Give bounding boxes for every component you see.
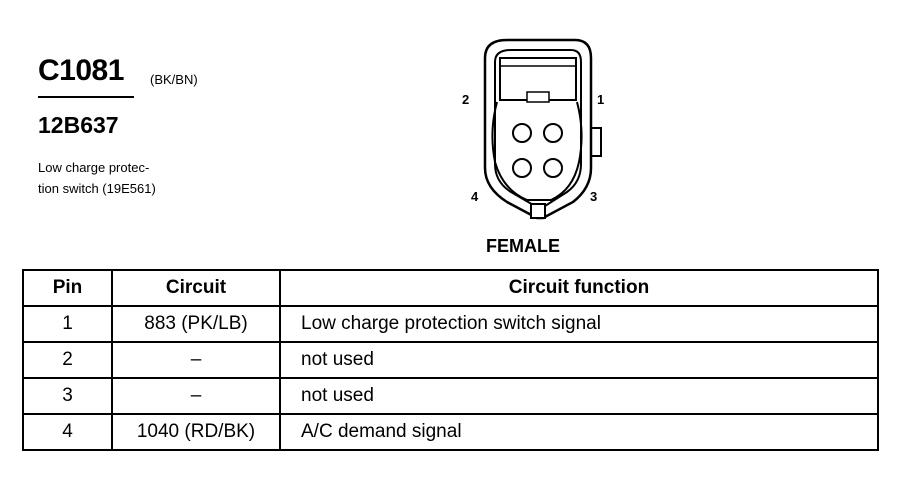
cell-pin: 3 [22,377,113,415]
table-row: 3 – not used [22,377,879,415]
latch-tab [526,91,550,103]
header-circuit: Circuit [111,269,281,307]
cell-pin: 2 [22,341,113,379]
cell-function: A/C demand signal [279,413,879,451]
connector-color: (BK/BN) [150,72,198,87]
table-row: 4 1040 (RD/BK) A/C demand signal [22,413,879,451]
cavity-2 [512,123,532,143]
cavity-3 [543,158,563,178]
connector-description: Low charge protec- tion switch (19E561) [38,157,156,199]
side-key [591,127,602,157]
header-circuit-function: Circuit function [279,269,879,307]
pin-label-2: 2 [462,92,470,107]
table-row: 1 883 (PK/LB) Low charge protection swit… [22,305,879,343]
cavity-1 [543,123,563,143]
bottom-key [530,203,546,219]
pin-label-3: 3 [590,189,598,204]
divider-line [38,96,134,98]
cell-pin: 1 [22,305,113,343]
connector-id: C1081 [38,54,124,87]
header-pin: Pin [22,269,113,307]
cell-circuit: – [111,377,281,415]
cell-function: not used [279,377,879,415]
cell-function: not used [279,341,879,379]
cell-circuit: – [111,341,281,379]
part-number: 12B637 [38,112,119,138]
pin-label-4: 4 [471,189,479,204]
connector-body [491,101,583,201]
cell-function: Low charge protection switch signal [279,305,879,343]
pin-label-1: 1 [597,92,605,107]
cavity-4 [512,158,532,178]
description-line-1: Low charge protec- [38,160,150,175]
cell-circuit: 1040 (RD/BK) [111,413,281,451]
cell-pin: 4 [22,413,113,451]
table-header-row: Pin Circuit Circuit function [22,269,879,307]
connector-face-diagram [483,38,602,220]
pinout-table: Pin Circuit Circuit function 1 883 (PK/L… [22,269,879,451]
description-line-2: tion switch (19E561) [38,181,156,196]
cell-circuit: 883 (PK/LB) [111,305,281,343]
connector-gender: FEMALE [486,236,560,256]
table-row: 2 – not used [22,341,879,379]
